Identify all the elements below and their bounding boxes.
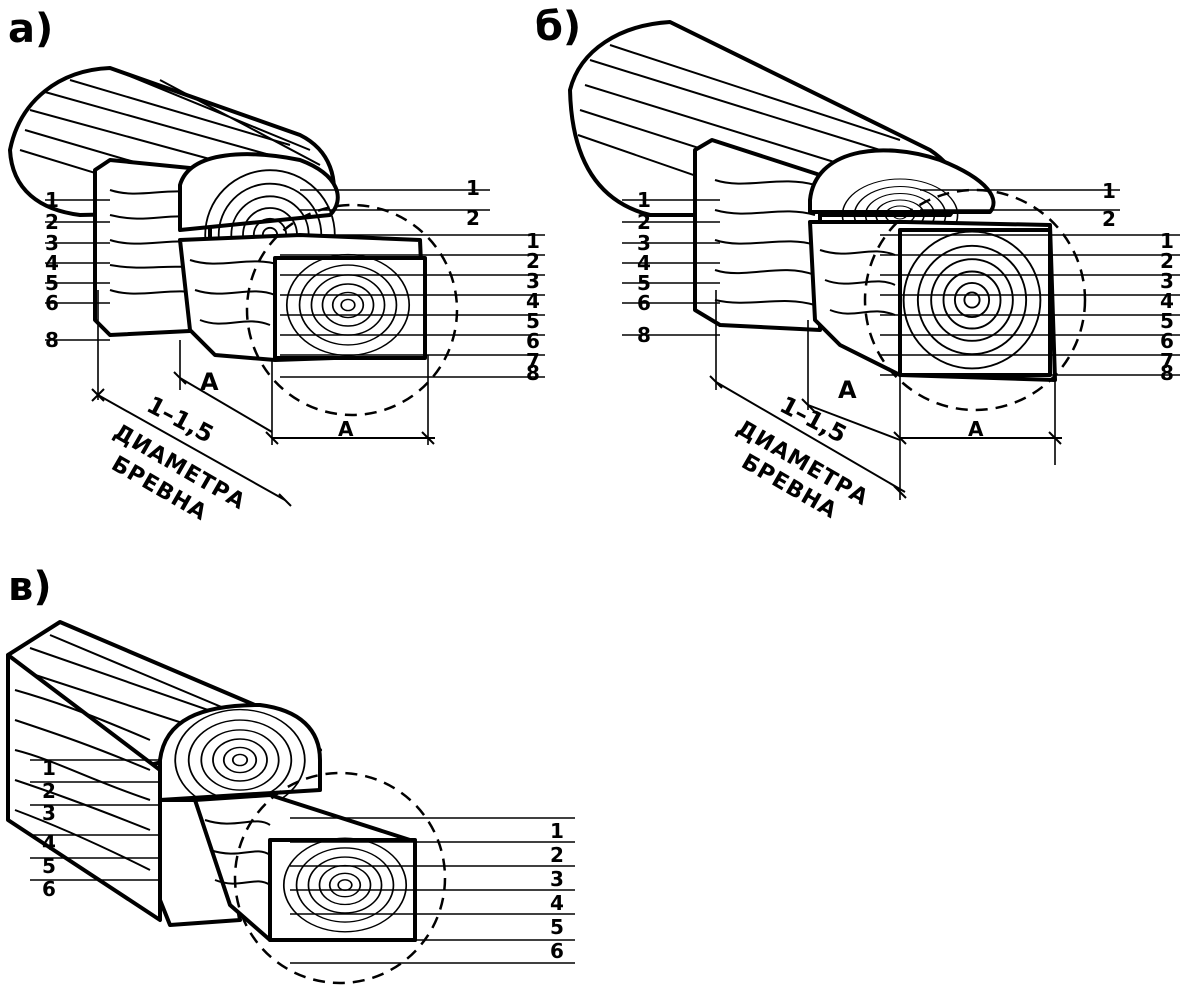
level-number: 5 <box>526 309 540 333</box>
level-number: 3 <box>550 867 564 891</box>
right-top-guide-lines: 1 2 <box>300 176 490 230</box>
right-guide-lines <box>880 234 1180 376</box>
level-number: 5 <box>550 915 564 939</box>
right-top-guide-lines: 1 2 <box>920 179 1120 231</box>
level-number: 7 <box>526 349 540 373</box>
level-number: 2 <box>1160 249 1174 273</box>
panel-label: в) <box>8 564 52 610</box>
level-number: 2 <box>637 210 651 234</box>
level-number: 8 <box>45 328 59 352</box>
level-number: 6 <box>637 291 651 315</box>
level-number: 5 <box>1160 309 1174 333</box>
log-illustration <box>8 66 459 417</box>
level-number: 2 <box>466 206 480 230</box>
level-number: 8 <box>637 323 651 347</box>
left-level-numbers: 1 2 3 4 5 6 8 <box>45 188 59 352</box>
level-number: 1 <box>466 176 480 200</box>
level-number: 8 <box>1160 361 1174 385</box>
level-number: 7 <box>1160 349 1174 373</box>
level-number: 2 <box>550 843 564 867</box>
level-number: 1 <box>550 819 564 843</box>
level-number: 3 <box>526 269 540 293</box>
level-number: 5 <box>637 271 651 295</box>
left-level-numbers: 1 2 3 4 5 6 8 <box>637 188 651 347</box>
level-number: 4 <box>526 289 540 313</box>
right-guide-lines <box>290 817 575 964</box>
level-number: 1 <box>637 188 651 212</box>
log-illustration <box>568 20 1087 412</box>
level-number: 1 <box>526 229 540 253</box>
level-number: 6 <box>45 291 59 315</box>
level-number: 1 <box>45 188 59 212</box>
level-number: 8 <box>526 361 540 385</box>
dimension-a-label: А <box>968 417 984 441</box>
left-level-numbers: 1 2 3 4 5 6 <box>42 756 56 901</box>
level-number: 6 <box>526 329 540 353</box>
left-guide-lines <box>622 199 720 336</box>
level-number: 5 <box>42 854 56 878</box>
level-number: 2 <box>526 249 540 273</box>
right-guide-lines <box>280 234 545 378</box>
level-number: 4 <box>550 891 564 915</box>
level-number: 1 <box>1102 179 1116 203</box>
panel-label: а) <box>8 6 53 52</box>
left-guide-lines <box>30 759 160 881</box>
log-illustration <box>6 620 447 985</box>
left-guide-lines <box>45 199 110 341</box>
panel-a: а) <box>8 6 545 526</box>
level-number: 2 <box>1102 207 1116 231</box>
right-level-numbers: 1 2 3 4 5 6 7 8 <box>526 229 540 385</box>
level-number: 3 <box>42 801 56 825</box>
level-number: 2 <box>45 210 59 234</box>
level-number: 1 <box>1160 229 1174 253</box>
level-number: 4 <box>42 831 56 855</box>
level-number: 3 <box>637 231 651 255</box>
level-number: 1 <box>42 756 56 780</box>
level-number: 6 <box>42 877 56 901</box>
dimension-a-label: А <box>338 417 354 441</box>
level-number: 2 <box>42 779 56 803</box>
level-number: 3 <box>1160 269 1174 293</box>
level-number: 4 <box>45 251 59 275</box>
level-number: 6 <box>1160 329 1174 353</box>
level-number: 3 <box>45 231 59 255</box>
dimension-a-label: А <box>200 368 219 396</box>
panel-v: в) 1 <box>6 564 575 985</box>
right-level-numbers: 1 2 3 4 5 6 <box>550 819 564 963</box>
right-level-numbers: 1 2 3 4 5 6 7 8 <box>1160 229 1174 385</box>
dimension-a-label: А <box>838 376 857 404</box>
level-number: 6 <box>550 939 564 963</box>
level-number: 5 <box>45 271 59 295</box>
panel-label: б) <box>535 4 581 50</box>
panel-b: б) 1 2 3 4 5 <box>535 4 1180 524</box>
level-number: 4 <box>1160 289 1174 313</box>
level-number: 4 <box>637 251 651 275</box>
